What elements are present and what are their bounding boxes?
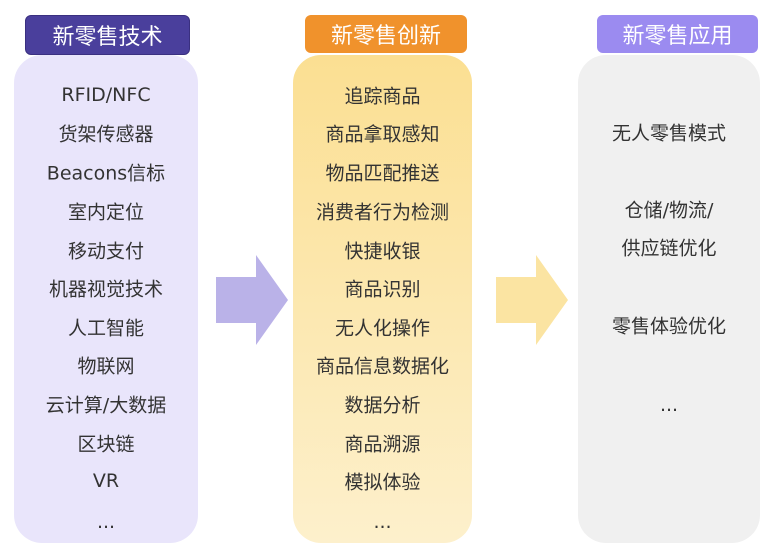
list-item: ... bbox=[96, 511, 116, 533]
list-item: 供应链优化 bbox=[621, 237, 717, 260]
arrow-right-icon bbox=[216, 255, 288, 345]
list-item: 机器视觉技术 bbox=[48, 278, 163, 301]
list-item: Beacons信标 bbox=[46, 162, 166, 185]
panel-innovation: 追踪商品商品拿取感知物品匹配推送消费者行为检测快捷收银商品识别无人化操作商品信息… bbox=[293, 55, 472, 543]
list-item: 无人零售模式 bbox=[611, 122, 726, 145]
list-item: 区块链 bbox=[77, 433, 135, 456]
header-technology: 新零售技术 bbox=[25, 15, 190, 55]
list-item: 移动支付 bbox=[67, 240, 144, 263]
arrow-right-icon bbox=[496, 255, 568, 345]
list-item: 物联网 bbox=[77, 355, 135, 378]
list-item: 数据分析 bbox=[344, 394, 421, 417]
list-item: 云计算/大数据 bbox=[45, 394, 167, 417]
list-item: 商品溯源 bbox=[344, 433, 421, 456]
header-innovation: 新零售创新 bbox=[305, 15, 467, 53]
list-item: 仓储/物流/ bbox=[624, 199, 714, 222]
list-item: 追踪商品 bbox=[344, 85, 421, 108]
list-item: VR bbox=[92, 470, 120, 492]
list-item: ... bbox=[659, 394, 679, 416]
list-item: 物品匹配推送 bbox=[325, 162, 440, 185]
list-item: 货架传感器 bbox=[58, 123, 154, 146]
list-item: 商品信息数据化 bbox=[315, 355, 449, 378]
list-item: 模拟体验 bbox=[344, 471, 421, 494]
list-item: ... bbox=[373, 511, 392, 533]
list-item: 商品识别 bbox=[344, 278, 421, 301]
list-item: 人工智能 bbox=[67, 317, 144, 340]
list-item: RFID/NFC bbox=[61, 84, 151, 106]
list-item: 快捷收银 bbox=[344, 240, 421, 263]
panel-application: 无人零售模式仓储/物流/供应链优化零售体验优化... bbox=[578, 55, 760, 543]
list-item: 零售体验优化 bbox=[611, 315, 726, 338]
header-application: 新零售应用 bbox=[597, 15, 758, 53]
list-item: 无人化操作 bbox=[334, 317, 430, 340]
list-item: 消费者行为检测 bbox=[315, 201, 449, 224]
panel-technology: RFID/NFC 货架传感器 Beacons信标室内定位移动支付机器视觉技术人工智能… bbox=[14, 55, 198, 543]
list-item: 室内定位 bbox=[67, 201, 144, 224]
list-item: 商品拿取感知 bbox=[325, 123, 440, 146]
